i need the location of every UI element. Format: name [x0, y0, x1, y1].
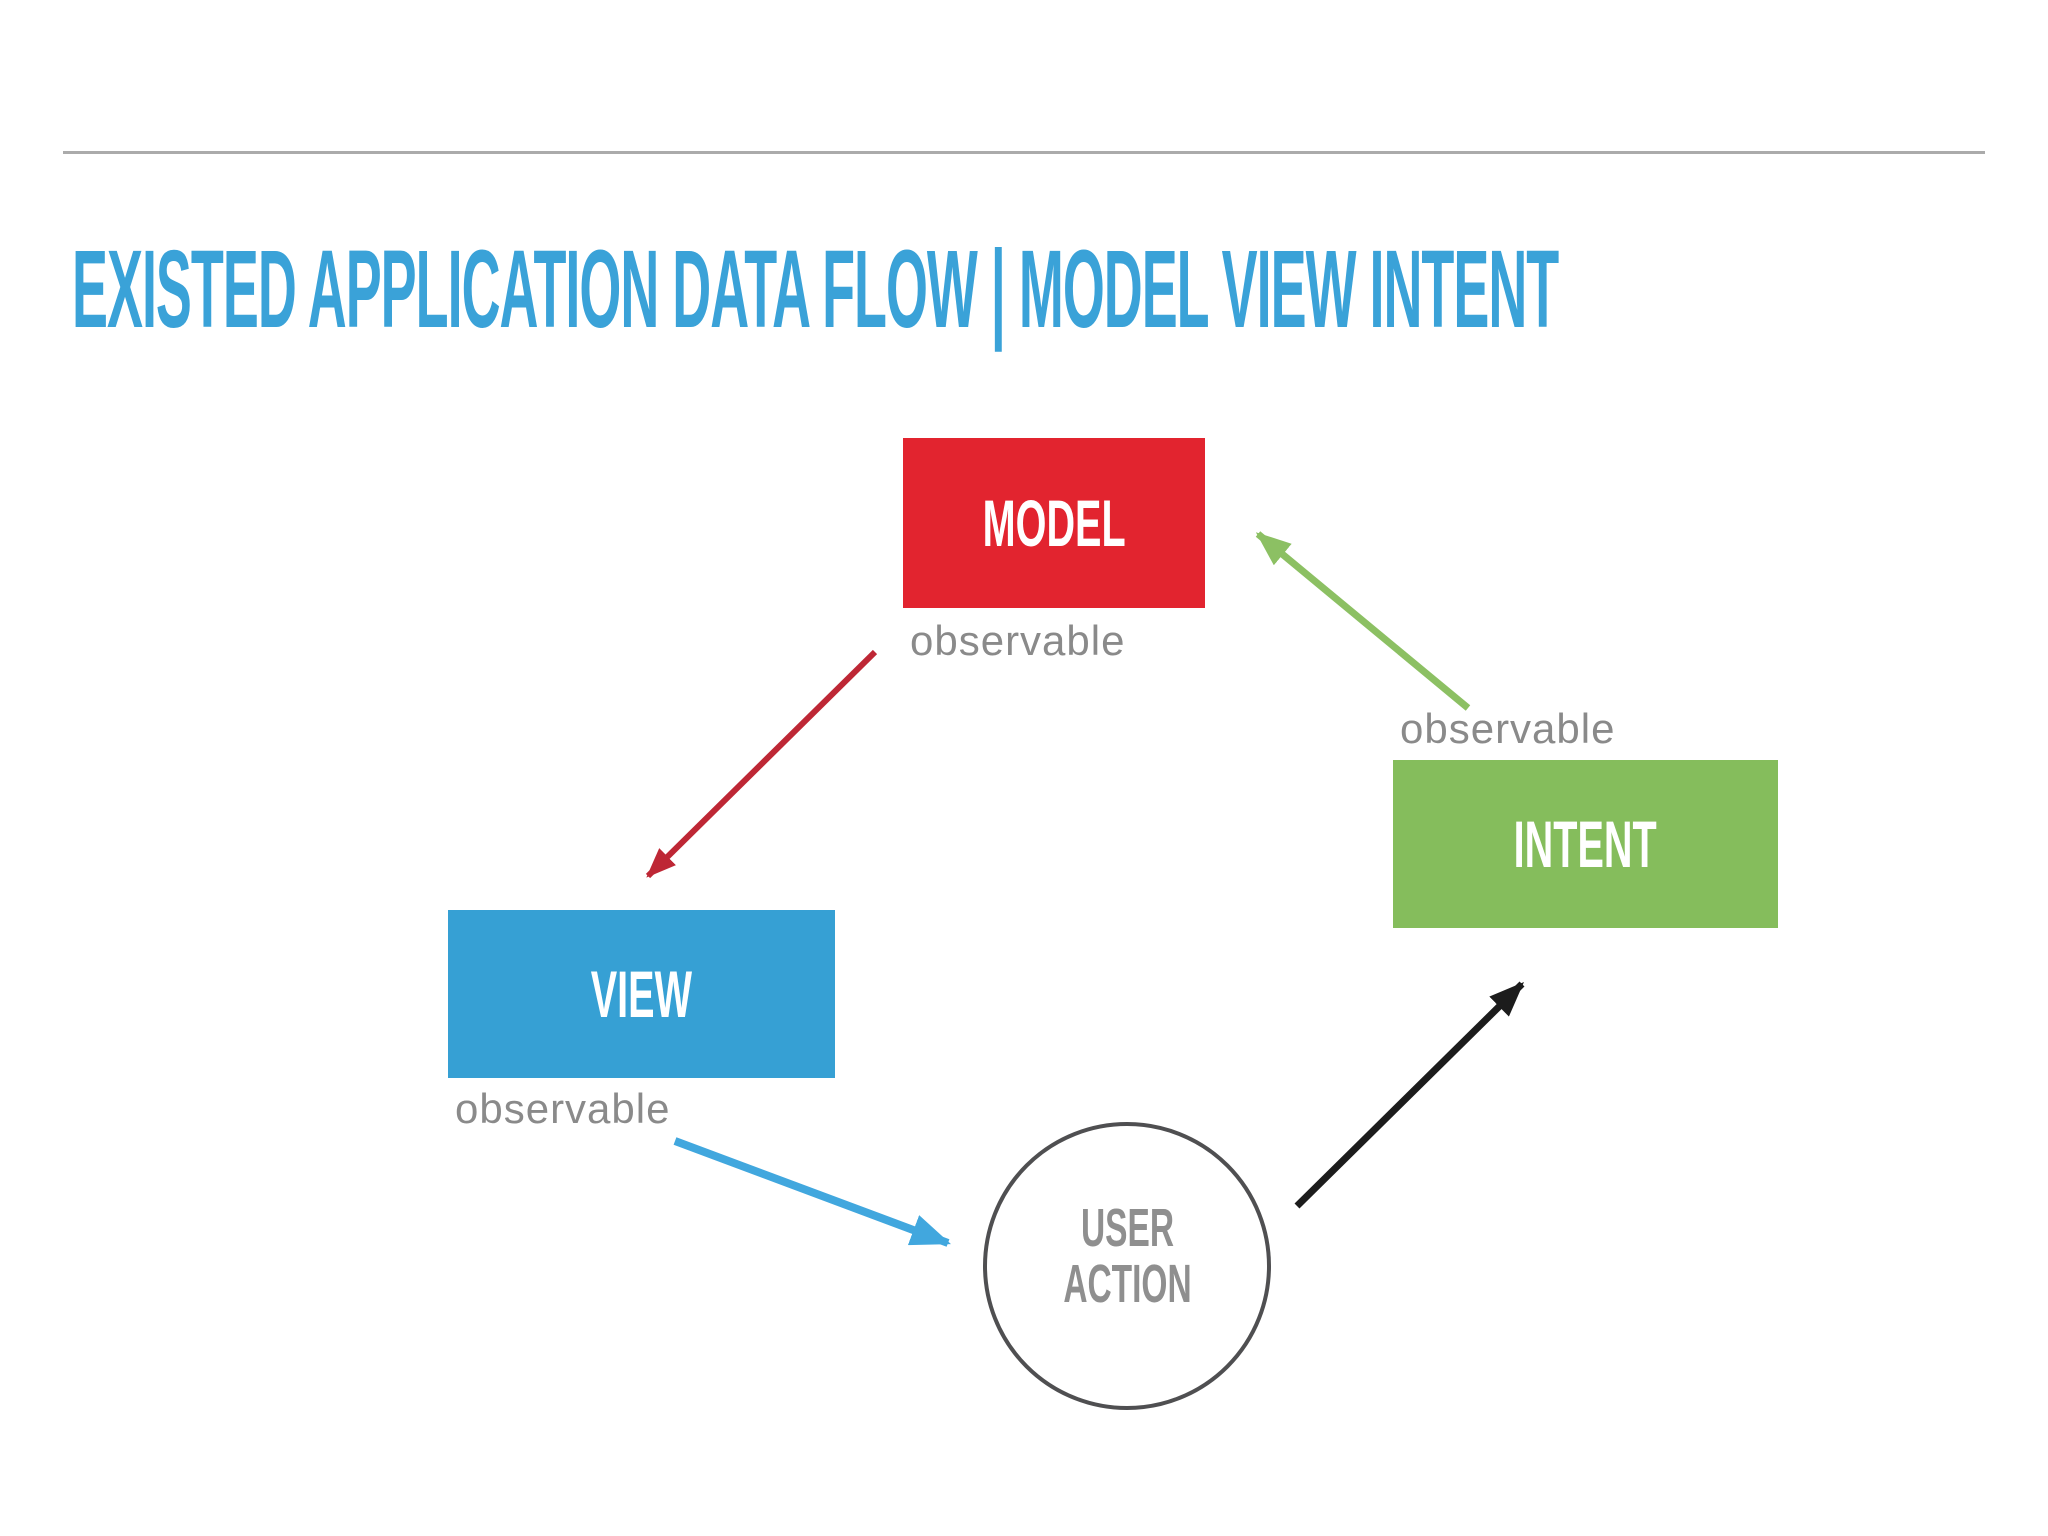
edge-intent-observable-to-model: [1255, 531, 1471, 711]
header-divider: [63, 151, 1985, 154]
slide-title-text: EXISTED APPLICATION DATA FLOW | MODEL VI…: [72, 228, 1559, 351]
node-user-action-label-line2: ACTION: [1062, 1254, 1192, 1314]
node-intent: INTENT: [1393, 760, 1778, 928]
annotation-intent-observable: observable: [1400, 705, 1616, 752]
node-user-action-label-line1: USER: [1080, 1198, 1174, 1258]
annotation-model-observable: observable: [910, 617, 1126, 664]
node-view: VIEW: [448, 910, 835, 1078]
edge-view-observable-to-user-action: [673, 1137, 951, 1247]
edge-model-observable-to-view: [645, 649, 878, 879]
annotation-view-observable: observable: [455, 1085, 671, 1132]
node-user-action: USER ACTION: [983, 1122, 1271, 1410]
node-intent-label: INTENT: [1513, 807, 1657, 881]
slide-title: EXISTED APPLICATION DATA FLOW | MODEL VI…: [72, 234, 2048, 346]
node-model-label: MODEL: [982, 486, 1126, 560]
node-view-label: VIEW: [590, 957, 693, 1031]
node-user-action-label: USER ACTION: [1063, 1200, 1191, 1312]
edge-user-action-to-intent: [1294, 981, 1525, 1209]
node-model: MODEL: [903, 438, 1205, 608]
